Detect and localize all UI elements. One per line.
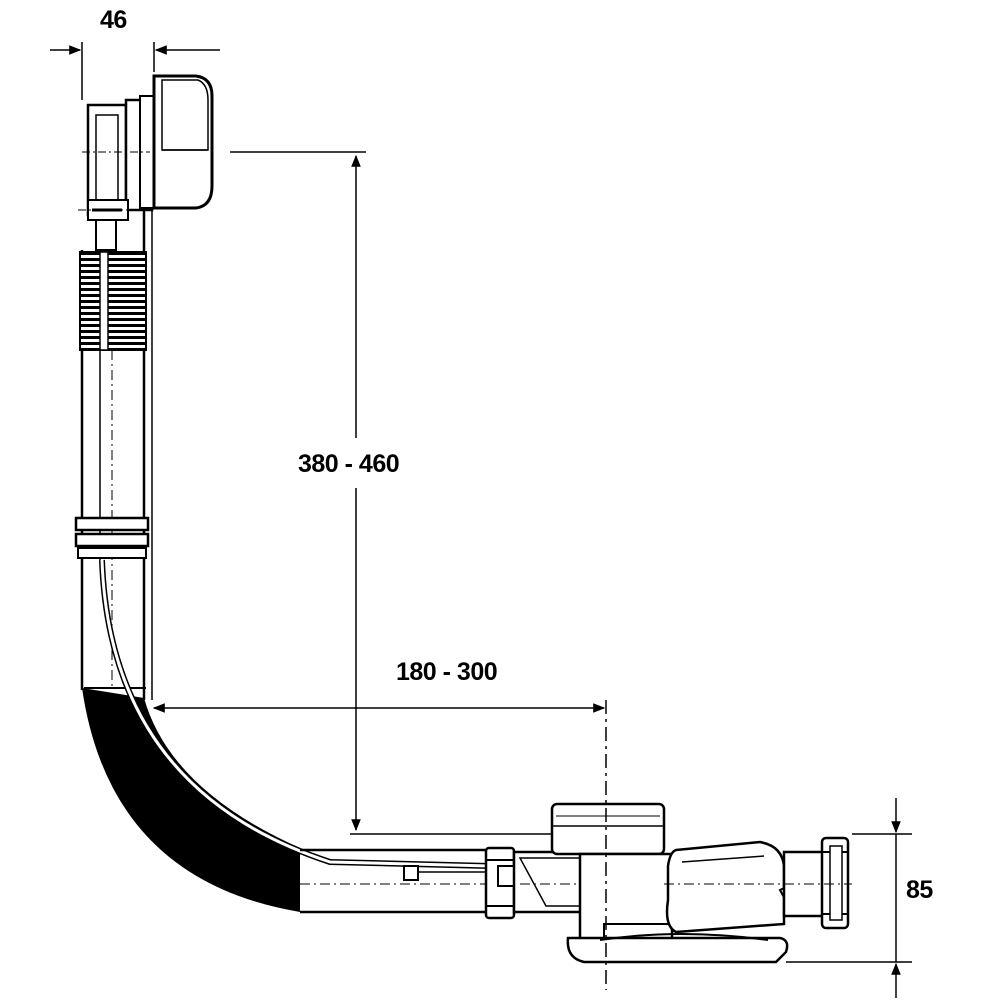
dimension-label-85: 85 bbox=[906, 876, 933, 904]
dimension-46: 46 bbox=[50, 6, 220, 100]
dimension-label-380-460: 380 - 460 bbox=[298, 450, 399, 478]
corrugated-elbow bbox=[82, 687, 300, 912]
bowden-cable bbox=[99, 559, 491, 881]
dimension-380-460: 380 - 460 bbox=[230, 151, 552, 835]
overflow-pipe bbox=[74, 210, 153, 700]
overflow-head bbox=[78, 74, 214, 251]
dimension-label-180-300: 180 - 300 bbox=[396, 658, 497, 686]
dimension-85: 85 bbox=[786, 798, 934, 998]
horizontal-pipe bbox=[300, 848, 500, 914]
dimension-label-46: 46 bbox=[100, 6, 127, 34]
waste-body bbox=[484, 802, 852, 964]
dimension-180-300: 180 - 300 bbox=[152, 658, 606, 713]
